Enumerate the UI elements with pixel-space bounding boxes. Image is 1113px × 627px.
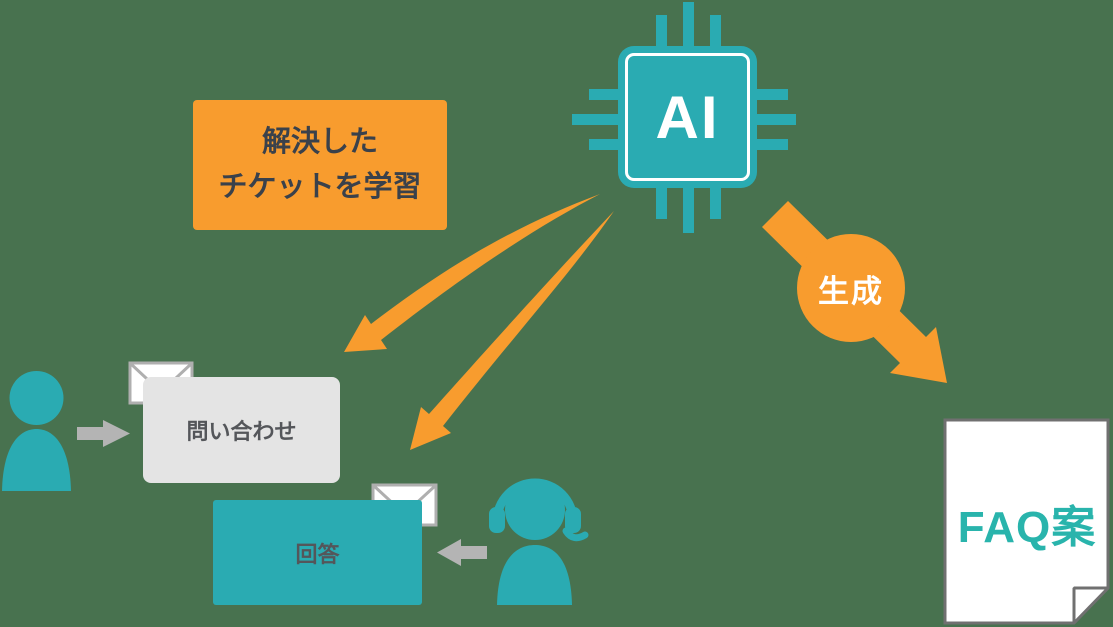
learning-arrow-to-inquiry-icon: [344, 194, 600, 352]
ai-chip-icon: AI: [618, 46, 757, 188]
inquiry-box-label: 問い合わせ: [186, 419, 297, 444]
inquiry-box: 問い合わせ: [143, 377, 340, 483]
ai-chip-frame: AI: [625, 53, 750, 181]
generate-badge-label: 生成: [818, 273, 884, 309]
agent-arrow-icon: [437, 539, 487, 566]
customer-person-icon: [2, 371, 71, 491]
chip-pins-icon: [572, 2, 796, 233]
faq-doc-label-text: FAQ案: [957, 503, 1097, 552]
customer-arrow-icon: [77, 420, 130, 447]
faq-document-icon: [943, 418, 1110, 625]
answer-box: 回答: [213, 500, 422, 605]
learning-note-line2: チケットを学習: [218, 171, 422, 203]
support-agent-icon: [489, 478, 589, 605]
ai-chip-label: AI: [655, 83, 720, 151]
faq-doc-label: FAQ案: [946, 497, 1108, 552]
learning-arrow-to-answer-icon: [410, 211, 614, 450]
learning-note-box: 解決した チケットを学習: [193, 100, 447, 230]
learning-note-line1: 解決した: [261, 126, 378, 159]
generate-badge: 生成: [797, 234, 905, 342]
answer-box-label: 回答: [295, 541, 340, 567]
